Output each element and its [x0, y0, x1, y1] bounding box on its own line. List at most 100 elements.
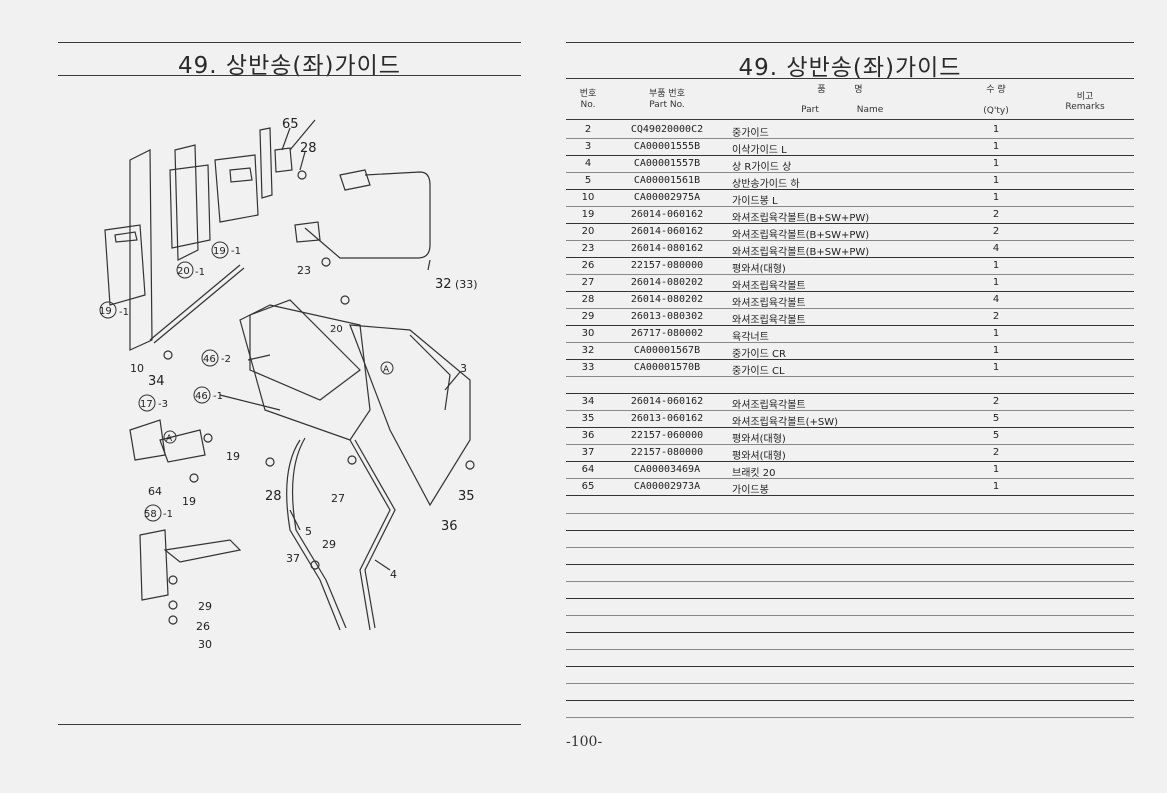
cell-qty: 2 [992, 209, 1000, 220]
cell-name: 중가이드 CL [732, 366, 785, 377]
cell-qty: 1 [992, 175, 1000, 186]
callout-10: 10 [130, 362, 144, 375]
callout-17-3: -3 [158, 399, 168, 410]
left-title-underline [58, 75, 521, 76]
blank-row-divider [566, 513, 1134, 514]
callout-17: 17 [140, 399, 153, 410]
cell-qty: 1 [992, 328, 1000, 339]
row-divider [566, 189, 1134, 190]
blank-row-divider [566, 632, 1134, 633]
right-page-title: 49. 상반송(좌)가이드 [738, 55, 962, 81]
blank-row-divider [566, 598, 1134, 599]
cell-name: 중가이드 CR [732, 349, 786, 360]
cell-part-no: 26014-060162 [630, 396, 704, 407]
callout-28: 28 [300, 141, 317, 156]
callout-28-lower: 28 [265, 489, 282, 504]
callout-46-1-suffix: -1 [213, 391, 223, 402]
row-divider [566, 206, 1134, 207]
callout-20-1: -1 [195, 267, 205, 278]
cell-no: 27 [581, 277, 595, 288]
header-remarks-ko: 비고 [1076, 92, 1094, 102]
cell-no: 10 [581, 192, 595, 203]
callout-a-left: A [166, 434, 173, 444]
header-name-name: Name [856, 105, 884, 115]
cell-no: 36 [581, 430, 595, 441]
blank-row-divider [566, 564, 1134, 565]
cell-name: 브래킷 20 [732, 468, 776, 479]
cell-qty: 1 [992, 124, 1000, 135]
row-divider [566, 393, 1134, 394]
cell-qty: 2 [992, 226, 1000, 237]
callout-37: 37 [286, 552, 300, 565]
header-part-ko: 부품 번호 [649, 89, 685, 99]
blank-row-divider [566, 683, 1134, 684]
cell-qty: 4 [992, 243, 1000, 254]
row-divider [566, 257, 1134, 258]
cell-qty: 5 [992, 413, 1000, 424]
left-bottom-rule [58, 724, 521, 725]
row-divider [566, 495, 1134, 496]
cell-name: 상반송가이드 하 [732, 179, 800, 190]
row-divider [566, 325, 1134, 326]
header-qty-en: (Q'ty) [983, 106, 1009, 116]
cell-part-no: 26014-080202 [630, 294, 704, 305]
cell-name: 가이드봉 [732, 485, 769, 496]
row-divider [566, 427, 1134, 428]
left-top-rule [58, 42, 521, 43]
cell-qty: 1 [992, 141, 1000, 152]
header-part-en: Part No. [649, 100, 685, 110]
cell-part-no: CA00002973A [633, 481, 701, 492]
cell-no: 3 [584, 141, 592, 152]
cell-part-no: 26013-080302 [630, 311, 704, 322]
cell-qty: 1 [992, 345, 1000, 356]
cell-name: 가이드봉 L [732, 196, 778, 207]
row-divider [566, 478, 1134, 479]
page-number: -100- [566, 734, 603, 750]
cell-no: 5 [584, 175, 592, 186]
blank-row-divider [566, 547, 1134, 548]
cell-name: 와셔조립육각볼트(B+SW+PW) [732, 213, 870, 224]
parts-diagram: 65 28 32 (33) 23 19 -1 19 -1 20 -1 10 34… [99, 117, 478, 651]
cell-no: 23 [581, 243, 595, 254]
header-name-part: Part [801, 105, 819, 115]
callout-46-2-suffix: -2 [221, 354, 231, 365]
row-divider [566, 359, 1134, 360]
cell-qty: 1 [992, 362, 1000, 373]
cell-qty: 1 [992, 158, 1000, 169]
blank-row-divider [566, 649, 1134, 650]
cell-name: 육각너트 [732, 332, 769, 343]
header-remarks-en: Remarks [1065, 102, 1105, 112]
cell-no: 29 [581, 311, 595, 322]
blank-row-divider [566, 530, 1134, 531]
cell-name: 와셔조립육각볼트 [732, 298, 806, 309]
cell-name: 상 R가이드 상 [732, 162, 792, 173]
row-divider [566, 155, 1134, 156]
callout-33: (33) [455, 278, 478, 291]
blank-row-divider [566, 717, 1134, 718]
cell-part-no: CA00003469A [633, 464, 701, 475]
cell-qty: 5 [992, 430, 1000, 441]
cell-part-no: 26014-060162 [630, 209, 704, 220]
cell-name: 와셔조립육각볼트 [732, 315, 806, 326]
row-divider [566, 138, 1134, 139]
row-divider [566, 308, 1134, 309]
cell-qty: 2 [992, 447, 1000, 458]
callout-35: 35 [458, 489, 475, 504]
cell-qty: 1 [992, 481, 1000, 492]
callout-a-right: A [383, 365, 390, 375]
callout-4: 4 [390, 568, 397, 581]
cell-qty: 1 [992, 277, 1000, 288]
cell-name: 평와셔(대형) [732, 434, 786, 445]
header-name-ko: 품 명 [817, 85, 863, 95]
callout-30: 30 [198, 638, 212, 651]
cell-qty: 1 [992, 192, 1000, 203]
callout-19-lower: 19 [226, 450, 240, 463]
row-divider [566, 410, 1134, 411]
